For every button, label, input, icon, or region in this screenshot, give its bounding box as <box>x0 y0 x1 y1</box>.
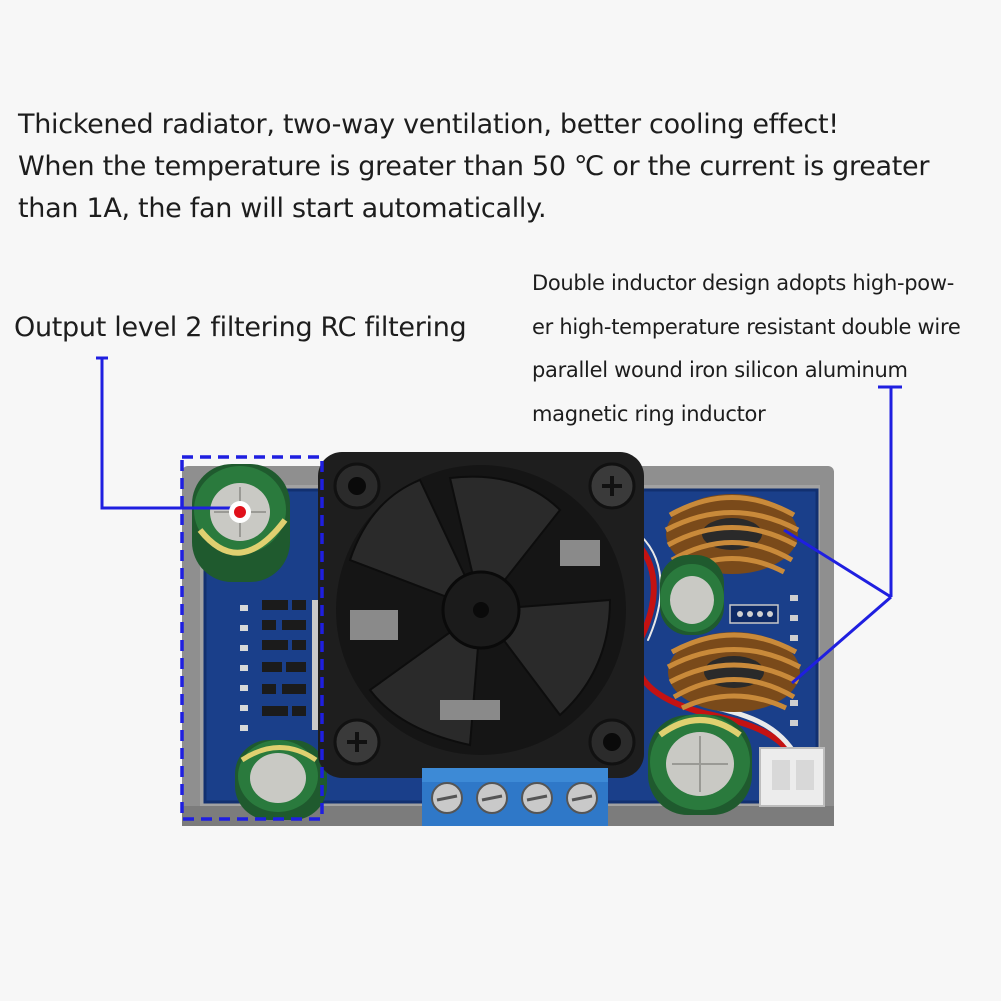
toroid-inductor-bottom <box>666 632 802 712</box>
inductor-label-line-1: Double inductor design adopts high-pow- <box>532 271 954 295</box>
rc-filter-callout <box>96 356 324 821</box>
inductor-label-line-4: magnetic ring inductor <box>532 401 766 426</box>
inductor-label-line-2: er high-temperature resistant double wir… <box>532 314 961 339</box>
capacitor-bottom-left <box>235 740 327 820</box>
toroid-inductor-top <box>664 494 800 575</box>
cooling-fan <box>318 452 644 778</box>
capacitor-middle-right <box>660 555 724 635</box>
headline: Thickened radiator, two-way ventilation,… <box>18 104 988 230</box>
terminal-block <box>422 768 608 826</box>
capacitor-bottom-right <box>648 714 752 815</box>
inductor-callout <box>783 385 902 685</box>
headline-line-1: Thickened radiator, two-way ventilation,… <box>18 109 839 140</box>
headline-line-3: than 1A, the fan will start automaticall… <box>18 193 547 224</box>
inductor-label: Double inductor design adopts high-pow- … <box>532 262 992 436</box>
inductor-label-line-3: parallel wound iron silicon aluminum <box>532 358 908 382</box>
marker-dot <box>234 506 246 518</box>
capacitor-top-left <box>192 464 290 582</box>
headline-line-2: When the temperature is greater than 50 … <box>18 151 930 182</box>
wire-connector <box>759 747 825 807</box>
rc-filter-label: Output level 2 filtering RC filtering <box>14 312 467 343</box>
